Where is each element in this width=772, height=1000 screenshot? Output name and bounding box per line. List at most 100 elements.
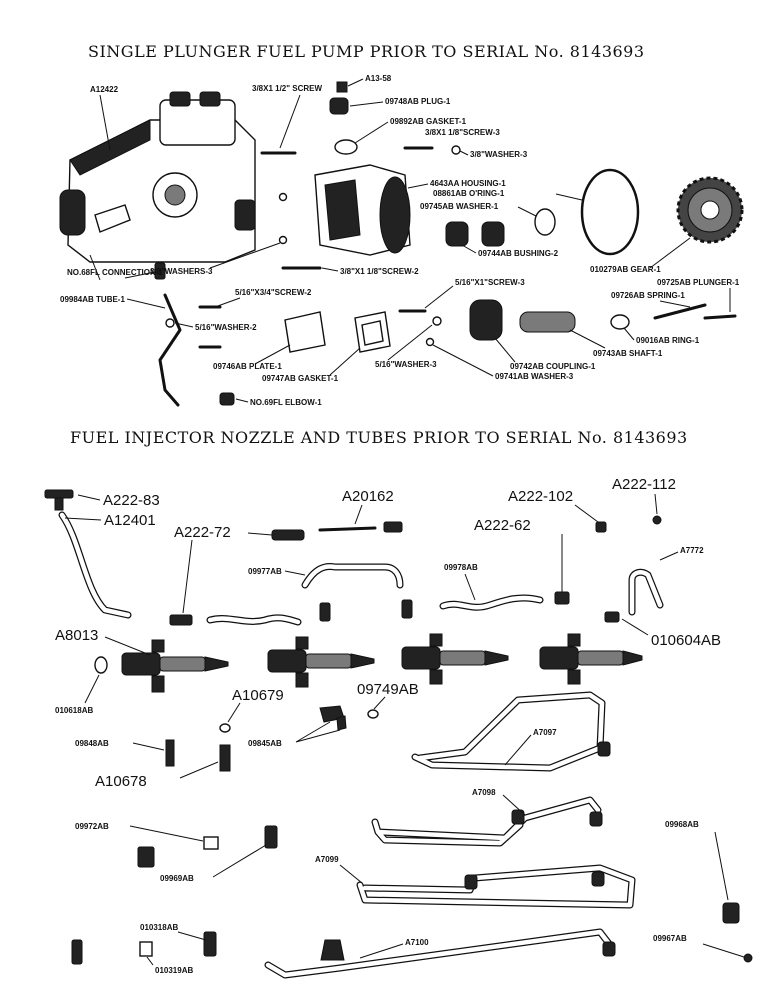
clamp-09969 [264,825,278,849]
label-a222-112: A222-112 [612,476,676,493]
label-a7097: A7097 [533,728,557,737]
label-a10678: A10678 [95,773,147,790]
housing-drawing [314,164,411,256]
label-screw-3-8: 3/8X1 1/2" SCREW [252,84,322,93]
nut-a7099-b [591,871,605,887]
label-ring: 09016AB RING-1 [636,336,700,345]
clamp-010319-drawing [139,941,153,957]
pin-a20162-drawing [318,526,377,532]
label-09845ab: 09845AB [248,739,282,748]
injector-nozzle-2 [267,636,375,688]
coupling-drawing [469,299,503,341]
label-washer-09741: 09741AB WASHER-3 [495,372,574,381]
label-a222-62: A222-62 [474,517,531,534]
ring-drawing [610,314,630,330]
washer-09749-drawing [367,709,379,719]
label-a222-102: A222-102 [508,488,573,505]
label-010618ab: 010618AB [55,706,93,715]
label-a222-72: A222-72 [174,524,231,541]
label-gear: 010279AB GEAR-1 [590,265,661,274]
label-a7100: A7100 [405,938,429,947]
plunger-drawing [703,314,737,320]
fitting-row-5 [604,611,620,623]
spring-drawing [653,303,707,320]
label-o-ring: 08861AB O'RING-1 [433,189,505,198]
label-tube-09984: 09984AB TUBE-1 [60,295,125,304]
bushing-b-drawing [481,221,505,247]
label-plate: 09746AB PLATE-1 [213,362,282,371]
label-shaft: 09743AB SHAFT-1 [593,349,663,358]
line-a7100-inner [265,929,613,978]
label-a8013: A8013 [55,627,98,644]
gasket-drawing [334,139,358,155]
label-a222-83: A222-83 [103,492,160,509]
fitting-09845-b [336,715,347,731]
stud-a10678-drawing [219,744,231,772]
label-a7772: A7772 [680,546,704,555]
line-a7097-inner [412,692,605,771]
washer-a10679-drawing [219,723,231,733]
label-09969ab: 09969AB [160,874,194,883]
tube-a12401-inner [59,512,131,618]
label-a7099: A7099 [315,855,339,864]
fitting-row-3 [401,599,413,619]
clamp-09972-b [203,836,219,850]
clamp-left-drawing [71,939,83,965]
washer-drawing-3 [278,235,288,245]
nut-a7098-b [589,811,603,827]
label-plug: 09748AB PLUG-1 [385,97,451,106]
label-spring: 09726AB SPRING-1 [611,291,685,300]
plug-drawing [329,97,349,115]
fitting-row-1 [169,614,193,626]
elbow-drawing [219,392,235,406]
tube-a7772-inner [629,570,663,615]
shaft-drawing [519,311,576,333]
label-housing: 4643AA HOUSING-1 [430,179,506,188]
washer-010618-drawing [94,656,108,674]
screw-a13-drawing [336,81,348,93]
label-screw-x3-4: 5/16"X3/4"SCREW-2 [235,288,312,297]
label-010319ab: 010319AB [155,966,193,975]
washer-09745-drawing [534,208,556,236]
nut-a7097 [597,741,611,757]
label-a12401: A12401 [104,512,156,529]
title-injector-nozzle: FUEL INJECTOR NOZZLE AND TUBES PRIOR TO … [70,428,688,447]
pump-assembly-drawing [59,91,256,281]
injector-nozzle-4 [539,633,643,685]
label-gasket-09747: 09747AB GASKET-1 [262,374,339,383]
label-09972ab: 09972AB [75,822,109,831]
label-washer-3-8: 3/8"WASHER-3 [470,150,528,159]
label-coupling: 09742AB COUPLING-1 [510,362,596,371]
label-010318ab: 010318AB [140,923,178,932]
tube-middle-inner [207,615,301,625]
washer-drawing-6 [425,337,435,347]
fitting-row-4 [554,591,570,605]
label-connection: NO.68FL CONNECTION-1 [67,268,163,277]
label-washer-5-16: 5/16"WASHER-2 [195,323,257,332]
label-09848ab: 09848AB [75,739,109,748]
tube-09978-inner [440,595,543,610]
washer-drawing-5 [432,316,442,326]
label-screw-x1-1-8: 3/8"X1 1/8"SCREW-2 [340,267,419,276]
o-ring-drawing [580,168,640,256]
injector-nozzle-3 [401,633,509,685]
nut-09968-drawing [722,902,740,924]
washer-drawing-1 [451,145,461,155]
clamp-010318-drawing [203,931,217,957]
tube-09977-inner [302,564,403,588]
label-a12422: A12422 [90,85,119,94]
label-washer-5-16-3: 5/16"WASHER-3 [375,360,437,369]
label-a10679: A10679 [232,687,284,704]
tube-09984-drawing [158,293,182,407]
injector-nozzle-1 [121,639,229,693]
label-gasket: 09892AB GASKET-1 [390,117,467,126]
nut-09967-drawing [743,953,753,963]
gear-drawing [676,176,744,244]
gasket-09747-opening [361,320,384,346]
label-screw-1-8: 3/8X1 1/8"SCREW-3 [425,128,500,137]
label-a7098: A7098 [472,788,496,797]
label-09968ab: 09968AB [665,820,699,829]
fitting-a222-72-drawing [271,529,305,541]
